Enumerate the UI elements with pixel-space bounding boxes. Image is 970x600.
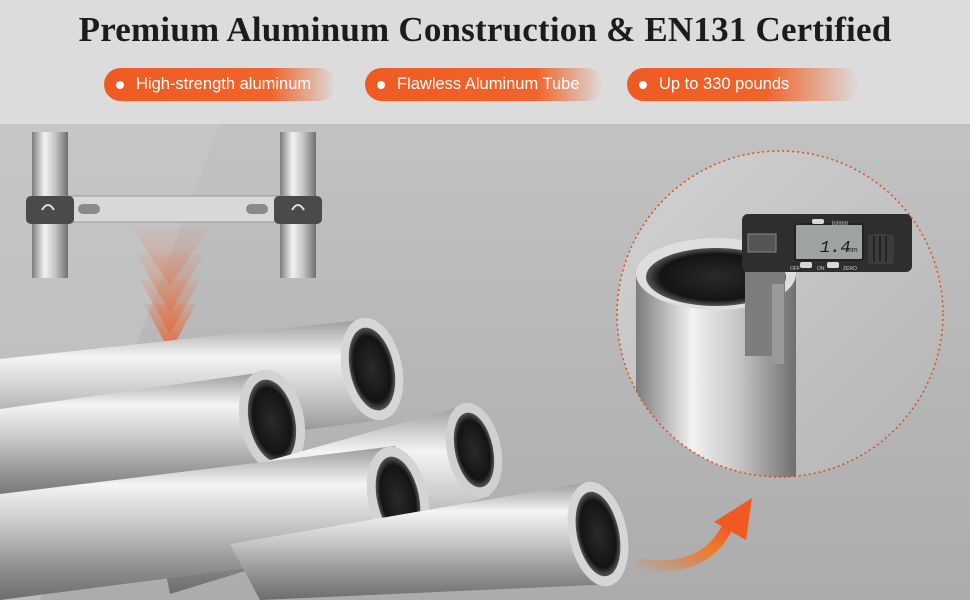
header-banner: Premium Aluminum Construction & EN131 Ce…: [0, 0, 970, 124]
curved-arrow-head-icon: [714, 498, 752, 540]
bullet-dot-icon: [639, 80, 647, 89]
product-scene: in/mm 1.4 mm OFF ON ZERO: [0, 124, 970, 600]
feature-label: Up to 330 pounds: [659, 75, 790, 93]
bullet-dot-icon: [116, 80, 124, 89]
page-title: Premium Aluminum Construction & EN131 Ce…: [78, 10, 892, 49]
ladder-joint-detail: [26, 132, 322, 278]
caliper-zero-button: ZERO: [843, 266, 857, 272]
caliper-off-button: OFF: [790, 266, 800, 272]
feature-badge-load-capacity: Up to 330 pounds: [627, 68, 859, 101]
caliper-unit: mm: [846, 247, 858, 254]
caliper-mode-label: in/mm: [832, 221, 848, 227]
feature-badge-flawless-tube: Flawless Aluminum Tube: [365, 68, 603, 101]
product-illustration: in/mm 1.4 mm OFF ON ZERO: [0, 124, 970, 600]
feature-badge-high-strength: High-strength aluminum: [104, 68, 336, 101]
pressure-arrow-icon: [132, 228, 208, 352]
curved-arrow-icon: [634, 520, 734, 572]
magnified-inset: in/mm 1.4 mm OFF ON ZERO: [616, 150, 944, 478]
caliper-reading: 1.4: [820, 239, 851, 258]
bullet-dot-icon: [377, 80, 385, 89]
feature-label: Flawless Aluminum Tube: [397, 75, 580, 93]
caliper-on-button: ON: [817, 266, 825, 272]
aluminum-tubes-stack: [0, 317, 629, 600]
feature-label: High-strength aluminum: [136, 75, 312, 93]
